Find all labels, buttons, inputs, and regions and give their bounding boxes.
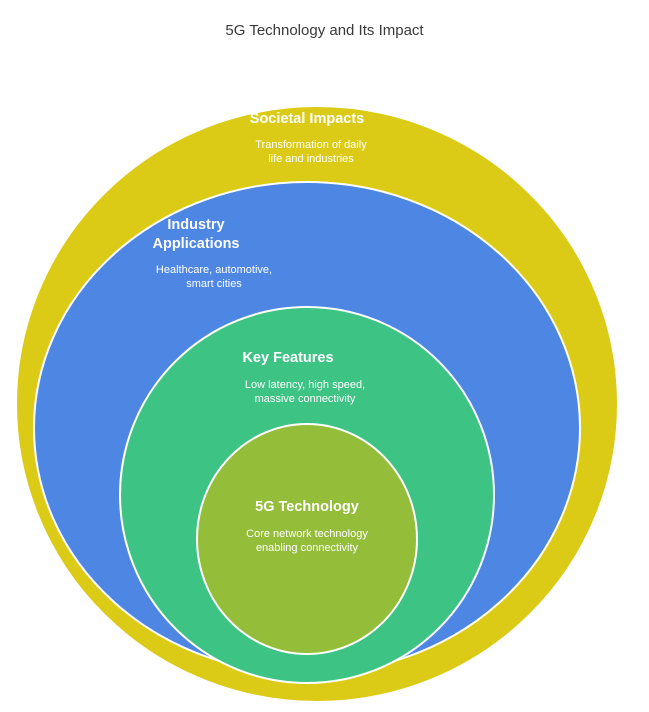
societal-impacts-title: Societal Impacts xyxy=(250,111,364,127)
layer-5g-technology: 5G Technology Core network technology en… xyxy=(196,423,418,655)
industry-applications-desc-line-1: Healthcare, automotive, xyxy=(156,264,272,276)
5g-technology-circle xyxy=(196,423,418,655)
page-title: 5G Technology and Its Impact xyxy=(225,22,424,39)
5g-technology-desc-line-2: enabling connectivity xyxy=(256,542,359,554)
societal-impacts-desc-line-1: Transformation of daily xyxy=(255,139,367,151)
key-features-desc-line-2: massive connectivity xyxy=(255,393,356,405)
5g-technology-title: 5G Technology xyxy=(255,499,359,515)
industry-applications-title-line-2: Applications xyxy=(152,236,239,252)
industry-applications-desc-line-2: smart cities xyxy=(186,278,242,290)
societal-impacts-desc-line-2: life and industries xyxy=(268,153,354,165)
5g-technology-desc-line-1: Core network technology xyxy=(246,528,368,540)
key-features-desc-line-1: Low latency, high speed, xyxy=(245,379,365,391)
key-features-title: Key Features xyxy=(242,350,333,366)
industry-applications-title-line-1: Industry xyxy=(167,217,224,233)
